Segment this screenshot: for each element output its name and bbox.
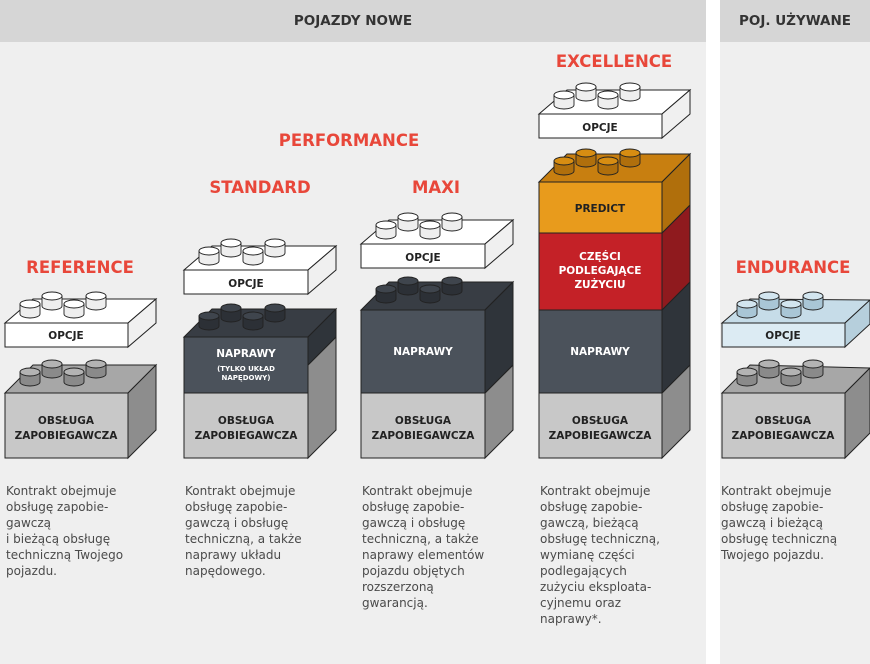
reference-obsluga-block: OBSŁUGA ZAPOBIEGAWCZA [3, 359, 158, 460]
description-line: podlegających [540, 564, 627, 578]
reference-opcje-block: OPCJE [3, 291, 158, 349]
maxi-opcje-label: OPCJE [405, 252, 440, 264]
excellence-predict-block: PREDICT [537, 148, 692, 235]
description-line: gawczą i obsługę [185, 516, 289, 530]
description-line: i bieżącą obsługę [6, 532, 111, 546]
excellence-czesci-label-3: ZUŻYCIU [574, 277, 625, 291]
description-line: gawczą i obsługę [362, 516, 466, 530]
excellence-czesci-label-2: PODLEGAJĄCE [559, 265, 642, 277]
excellence-obsluga-label-1: OBSŁUGA [572, 415, 629, 427]
description-line: obsługę zapobie- [6, 500, 109, 514]
endurance-opcje-block: OPCJE [720, 291, 870, 349]
reference-opcje-label: OPCJE [48, 330, 83, 342]
maxi-obsluga-label-2: ZAPOBIEGAWCZA [372, 430, 476, 442]
description-line: obsługę techniczną [721, 532, 838, 546]
excellence-obsluga-block: OBSŁUGA ZAPOBIEGAWCZA [538, 363, 691, 460]
excellence-predict-label: PREDICT [575, 203, 626, 215]
standard-opcje-label: OPCJE [228, 278, 263, 290]
description-line: pojazdu. [6, 564, 57, 578]
description-line: Kontrakt obejmuje [6, 484, 117, 498]
description-line: gawczą [6, 516, 52, 530]
standard-obsluga-block: OBSŁUGA ZAPOBIEGAWCZA [183, 335, 337, 460]
endurance-opcje-label: OPCJE [765, 330, 800, 342]
title-standard: STANDARD [209, 178, 311, 197]
title-maxi: MAXI [411, 178, 461, 197]
maxi-naprawy-label: NAPRAWY [393, 346, 453, 358]
description-line: naprawy układu [185, 548, 282, 562]
description-line: pojazdu objętych [362, 564, 465, 578]
standard-naprawy-block: NAPRAWY (TYLKO UKŁAD NAPĘDOWY) [182, 303, 338, 394]
standard-opcje-block: OPCJE [182, 238, 338, 296]
description-standard: Kontrakt obejmuje obsługę zapobie- gawcz… [185, 483, 302, 579]
description-line: naprawy*. [540, 612, 602, 626]
description-line: gawczą, bieżącą [540, 516, 639, 530]
standard-naprawy-sub-2: NAPĘDOWY) [222, 374, 271, 382]
description-line: obsługę zapobie- [362, 500, 465, 514]
new-vehicles-header: POJAZDY NOWE [0, 0, 706, 42]
description-line: naprawy elementów [362, 548, 485, 562]
description-line: gwarancją. [362, 596, 428, 610]
standard-naprawy-sub-1: (TYLKO UKŁAD [217, 365, 275, 373]
description-line: rozszerzoną [362, 580, 434, 594]
endurance-obsluga-label-2: ZAPOBIEGAWCZA [732, 430, 836, 442]
description-line: Kontrakt obejmuje [362, 484, 473, 498]
excellence-naprawy-label: NAPRAWY [570, 346, 630, 358]
standard-obsluga-label-1: OBSŁUGA [218, 415, 275, 427]
description-line: gawczą i bieżącą [721, 516, 823, 530]
excellence-opcje-block: OPCJE [537, 82, 692, 140]
description-line: Kontrakt obejmuje [721, 484, 832, 498]
maxi-obsluga-label-1: OBSŁUGA [395, 415, 452, 427]
reference-obsluga-label-1: OBSŁUGA [38, 415, 95, 427]
description-maxi: Kontrakt obejmuje obsługę zapobie- gawcz… [362, 483, 484, 611]
excellence-obsluga-label-2: ZAPOBIEGAWCZA [549, 430, 653, 442]
description-line: obsługę zapobie- [540, 500, 643, 514]
excellence-opcje-label: OPCJE [582, 122, 617, 134]
title-reference: REFERENCE [26, 258, 134, 277]
description-line: wymianę części [540, 548, 635, 562]
description-line: techniczną, a także [362, 532, 479, 546]
excellence-czesci-block: CZĘŚCI PODLEGAJĄCE ZUŻYCIU [538, 203, 691, 312]
endurance-obsluga-label-1: OBSŁUGA [755, 415, 812, 427]
description-line: zużyciu eksploata- [540, 580, 652, 594]
description-line: Kontrakt obejmuje [185, 484, 296, 498]
description-line: techniczną Twojego [6, 548, 124, 562]
maxi-opcje-block: OPCJE [359, 212, 515, 270]
description-line: techniczną, a także [185, 532, 302, 546]
description-endurance: Kontrakt obejmuje obsługę zapobie- gawcz… [721, 483, 837, 563]
maxi-obsluga-block: OBSŁUGA ZAPOBIEGAWCZA [360, 363, 514, 460]
standard-obsluga-label-2: ZAPOBIEGAWCZA [195, 430, 299, 442]
description-excellence: Kontrakt obejmuje obsługę zapobie- gawcz… [540, 483, 660, 627]
description-line: Twojego pojazdu. [721, 548, 824, 562]
description-reference: Kontrakt obejmuje obsługę zapobie- gawcz… [6, 483, 123, 579]
description-line: napędowego. [185, 564, 266, 578]
excellence-naprawy-block: NAPRAWY [538, 280, 691, 395]
endurance-obsluga-block: OBSŁUGA ZAPOBIEGAWCZA [720, 359, 870, 460]
used-vehicles-header: POJ. UŻYWANE [720, 0, 870, 42]
reference-obsluga-label-2: ZAPOBIEGAWCZA [15, 430, 119, 442]
standard-naprawy-label: NAPRAWY [216, 348, 276, 360]
title-performance: PERFORMANCE [278, 131, 420, 150]
excellence-czesci-label-1: CZĘŚCI [579, 250, 621, 263]
description-line: cyjnemu oraz [540, 596, 622, 610]
description-line: obsługę techniczną, [540, 532, 660, 546]
title-excellence: EXCELLENCE [555, 52, 673, 71]
description-line: obsługę zapobie- [185, 500, 288, 514]
description-line: Kontrakt obejmuje [540, 484, 651, 498]
title-endurance: ENDURANCE [735, 258, 851, 277]
maxi-naprawy-block: NAPRAWY [359, 276, 515, 395]
description-line: obsługę zapobie- [721, 500, 824, 514]
